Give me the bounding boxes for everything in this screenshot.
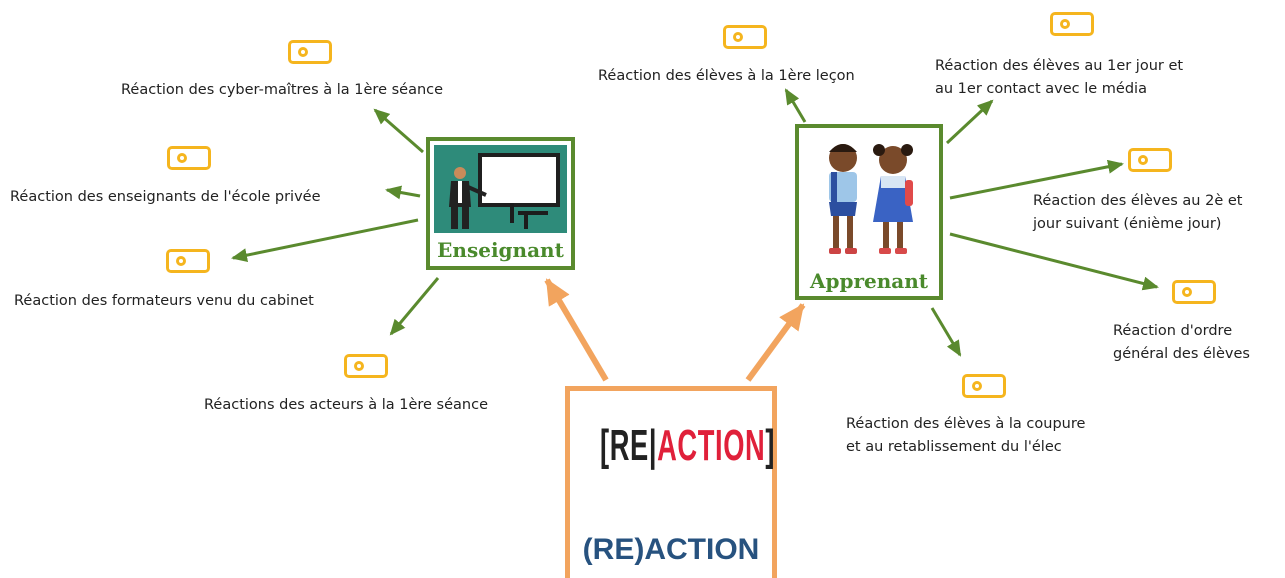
teacher-head — [454, 167, 466, 179]
tag-icon — [1128, 148, 1172, 172]
label-enseignants-prive: Réaction des enseignants de l'école priv… — [10, 189, 321, 205]
tag-icon — [167, 146, 211, 170]
label-formateurs: Réaction des formateurs venu du cabinet — [14, 293, 314, 309]
arrow-apprenant-coupure — [930, 307, 962, 357]
tag-icon — [723, 25, 767, 49]
teacher-illustration — [434, 145, 567, 233]
label-ordre-general-line2: général des élèves — [1113, 346, 1250, 362]
arrow-apprenant-2e-jour — [949, 159, 1124, 200]
tag-icon — [962, 374, 1006, 398]
arrow-enseignant-prive — [385, 185, 421, 200]
arrow-apprenant-1er-jour — [945, 99, 994, 145]
label-ordre-general-line1: Réaction d'ordre — [1113, 323, 1233, 339]
lectern — [518, 211, 548, 215]
students-illustration — [829, 144, 913, 254]
tag-icon — [288, 40, 332, 64]
arrow-enseignant-cyber — [373, 108, 424, 154]
label-1er-jour-line2: au 1er contact avec le média — [935, 81, 1147, 97]
tag-icon — [344, 354, 388, 378]
enseignant-title: Enseignant — [437, 238, 564, 262]
logo-action: ACTION — [657, 421, 766, 470]
arrow-center-to-enseignant — [544, 278, 609, 382]
tag-icon — [166, 249, 210, 273]
label-2e-jour-line2: jour suivant (énième jour) — [1033, 216, 1222, 232]
label-acteurs: Réactions des acteurs à la 1ère séance — [204, 397, 488, 413]
arrow-enseignant-formateurs — [231, 218, 419, 263]
label-coupure-line2: et au retablissement du l'élec — [846, 439, 1062, 455]
label-1er-jour-line1: Réaction des élèves au 1er jour et — [935, 58, 1184, 74]
label-premiere-lecon: Réaction des élèves à la 1ère leçon — [598, 68, 855, 84]
girl-head — [879, 146, 907, 174]
apprenant-title: Apprenant — [809, 269, 929, 293]
arrow-apprenant-general — [949, 232, 1159, 291]
tag-icon — [1172, 280, 1216, 304]
label-cyber-maitres: Réaction des cyber-maîtres à la 1ère séa… — [121, 82, 444, 98]
tag-icon — [1050, 12, 1094, 36]
arrow-enseignant-acteurs — [389, 277, 440, 336]
label-2e-jour-line1: Réaction des élèves au 2è et — [1033, 193, 1243, 209]
node-enseignant: Enseignant — [426, 137, 575, 270]
center-reaction-box: [RE|ACTION] (RE)ACTION — [565, 386, 777, 578]
node-apprenant: Apprenant — [795, 124, 943, 300]
reaction-logo: [RE|ACTION] — [600, 421, 776, 470]
label-coupure-line1: Réaction des élèves à la coupure — [846, 416, 1086, 432]
center-title: (RE)ACTION — [582, 533, 760, 566]
whiteboard-surface — [482, 157, 556, 203]
arrow-apprenant-lecon — [784, 88, 807, 123]
logo-re: RE — [609, 421, 649, 470]
arrow-center-to-apprenant — [745, 303, 806, 382]
